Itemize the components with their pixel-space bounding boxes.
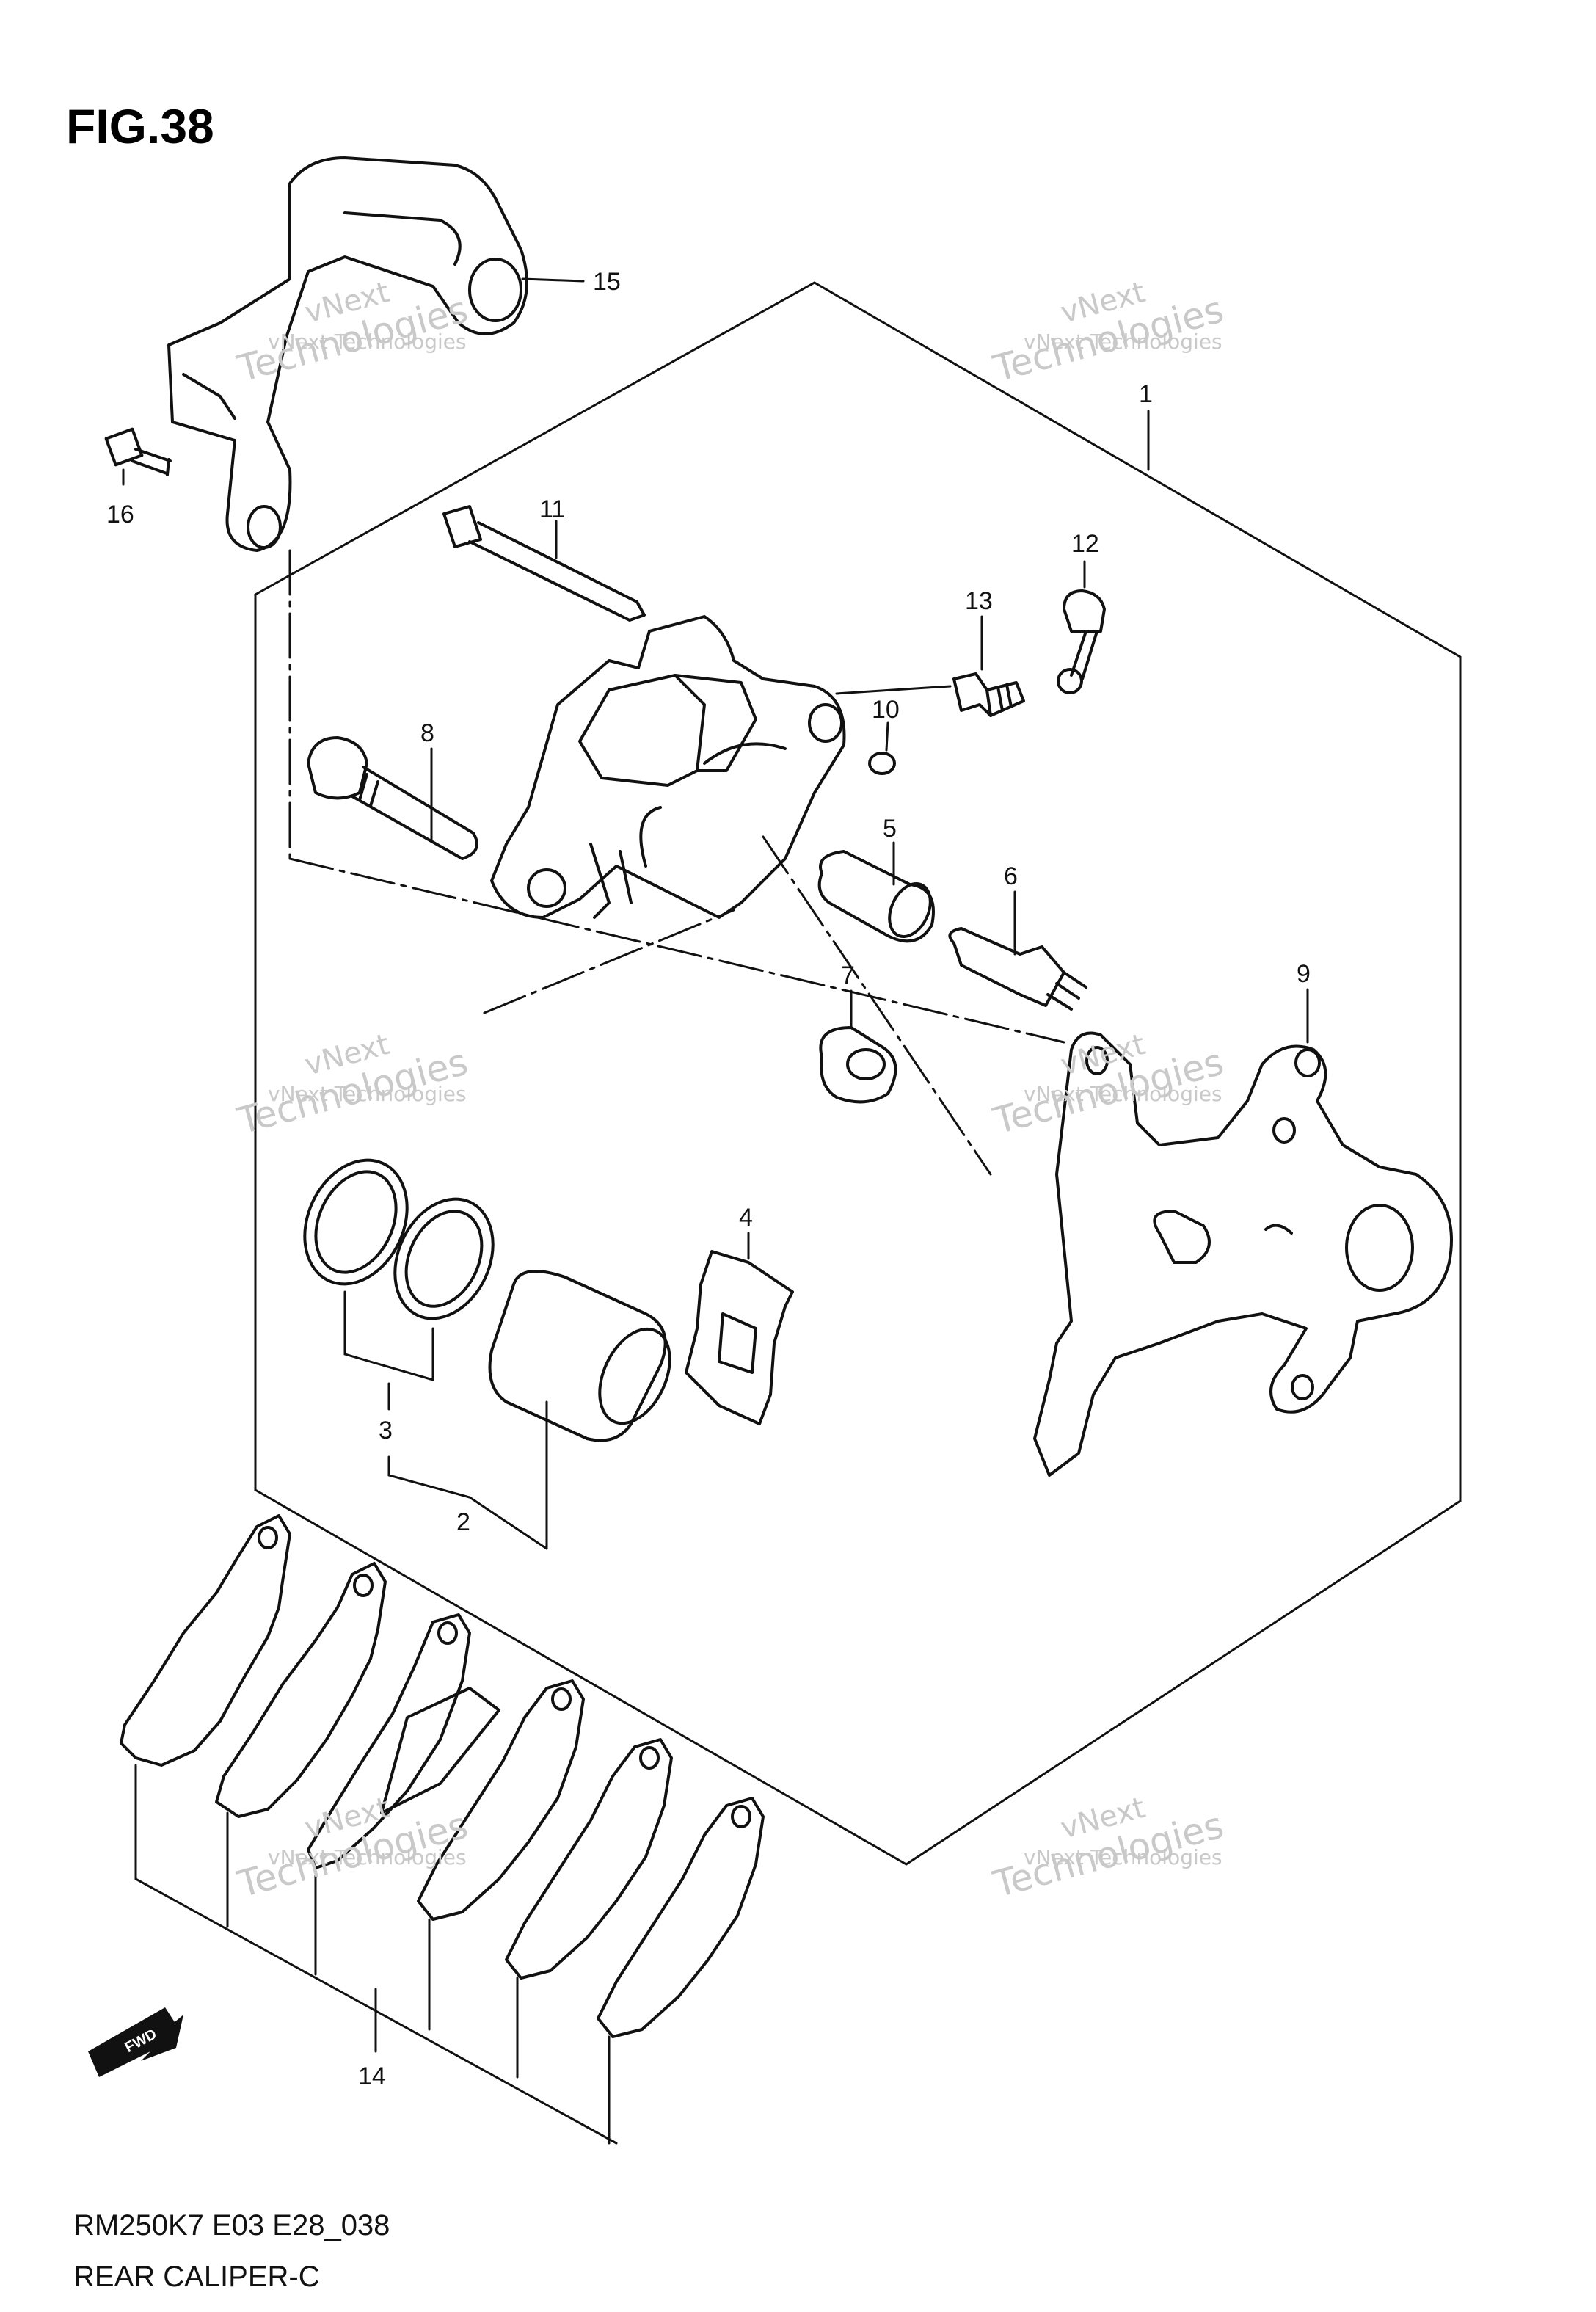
- callout-11: 11: [539, 495, 565, 523]
- part-5-sleeve: [817, 850, 935, 943]
- svg-text:vNext Technologies: vNext Technologies: [1024, 1082, 1222, 1106]
- svg-text:vNext Technologies: vNext Technologies: [268, 330, 467, 354]
- leader-3: [343, 1290, 434, 1381]
- callout-16: 16: [106, 501, 134, 528]
- leader-10: [885, 721, 889, 752]
- callout-3: 3: [379, 1417, 393, 1444]
- figure-title: FIG.38: [66, 99, 214, 153]
- callout-12: 12: [1071, 530, 1099, 558]
- watermark-2: vNext Technologies vNext Technologies: [988, 275, 1228, 390]
- watermark-3: vNext Technologies vNext Technologies: [233, 1028, 472, 1143]
- leader-14: [134, 1764, 618, 2145]
- part-10-ring: [868, 752, 896, 775]
- callout-10: 10: [872, 696, 900, 724]
- watermark-6: vNext Technologies vNext Technologies: [988, 1791, 1228, 1906]
- part-3-seals: [303, 1158, 495, 1320]
- centerline-d: [483, 909, 735, 1014]
- part-2-piston: [488, 1270, 671, 1442]
- callout-6: 6: [1004, 862, 1018, 890]
- callout-7: 7: [841, 961, 855, 989]
- callout-9: 9: [1297, 960, 1311, 988]
- callout-5: 5: [883, 815, 897, 843]
- leader-15: [521, 277, 585, 283]
- section-name: REAR CALIPER-C: [73, 2261, 320, 2293]
- part-14-pads: [120, 1514, 765, 2038]
- centerline-a: [762, 835, 992, 1176]
- part-15-bracket: [167, 156, 528, 552]
- model-code: RM250K7 E03 E28_038: [73, 2209, 390, 2242]
- svg-text:vNext Technologies: vNext Technologies: [268, 1845, 467, 1869]
- centerline-b: [288, 857, 1065, 1044]
- part-12-cap: [1057, 589, 1106, 694]
- leader-13b: [835, 685, 952, 695]
- part-6-pin: [948, 927, 1087, 1011]
- callout-13: 13: [965, 587, 993, 615]
- part-4-spring: [685, 1250, 794, 1425]
- callout-15: 15: [593, 268, 621, 296]
- part-8-pin: [307, 736, 478, 860]
- part-7-boot: [819, 1026, 897, 1104]
- leader-2: [387, 1400, 548, 1550]
- svg-text:vNext Technologies: vNext Technologies: [1024, 330, 1222, 354]
- callout-1: 1: [1139, 380, 1153, 408]
- part-13-bleeder: [952, 672, 1025, 717]
- callout-2: 2: [456, 1508, 470, 1536]
- svg-text:vNext Technologies: vNext Technologies: [1024, 1845, 1222, 1869]
- part-11-pin: [442, 505, 646, 622]
- callout-14: 14: [358, 2062, 386, 2090]
- kit-outline: [254, 281, 1462, 1866]
- callout-4: 4: [739, 1204, 753, 1232]
- fwd-arrow-icon: FWD: [88, 2007, 183, 2077]
- callout-8: 8: [420, 719, 434, 747]
- part-16-bolt: [104, 427, 172, 476]
- caliper-body: [490, 615, 846, 919]
- part-9-holder: [1033, 1031, 1453, 1477]
- svg-text:vNext Technologies: vNext Technologies: [268, 1082, 467, 1106]
- watermark-4: vNext Technologies vNext Technologies: [988, 1028, 1228, 1143]
